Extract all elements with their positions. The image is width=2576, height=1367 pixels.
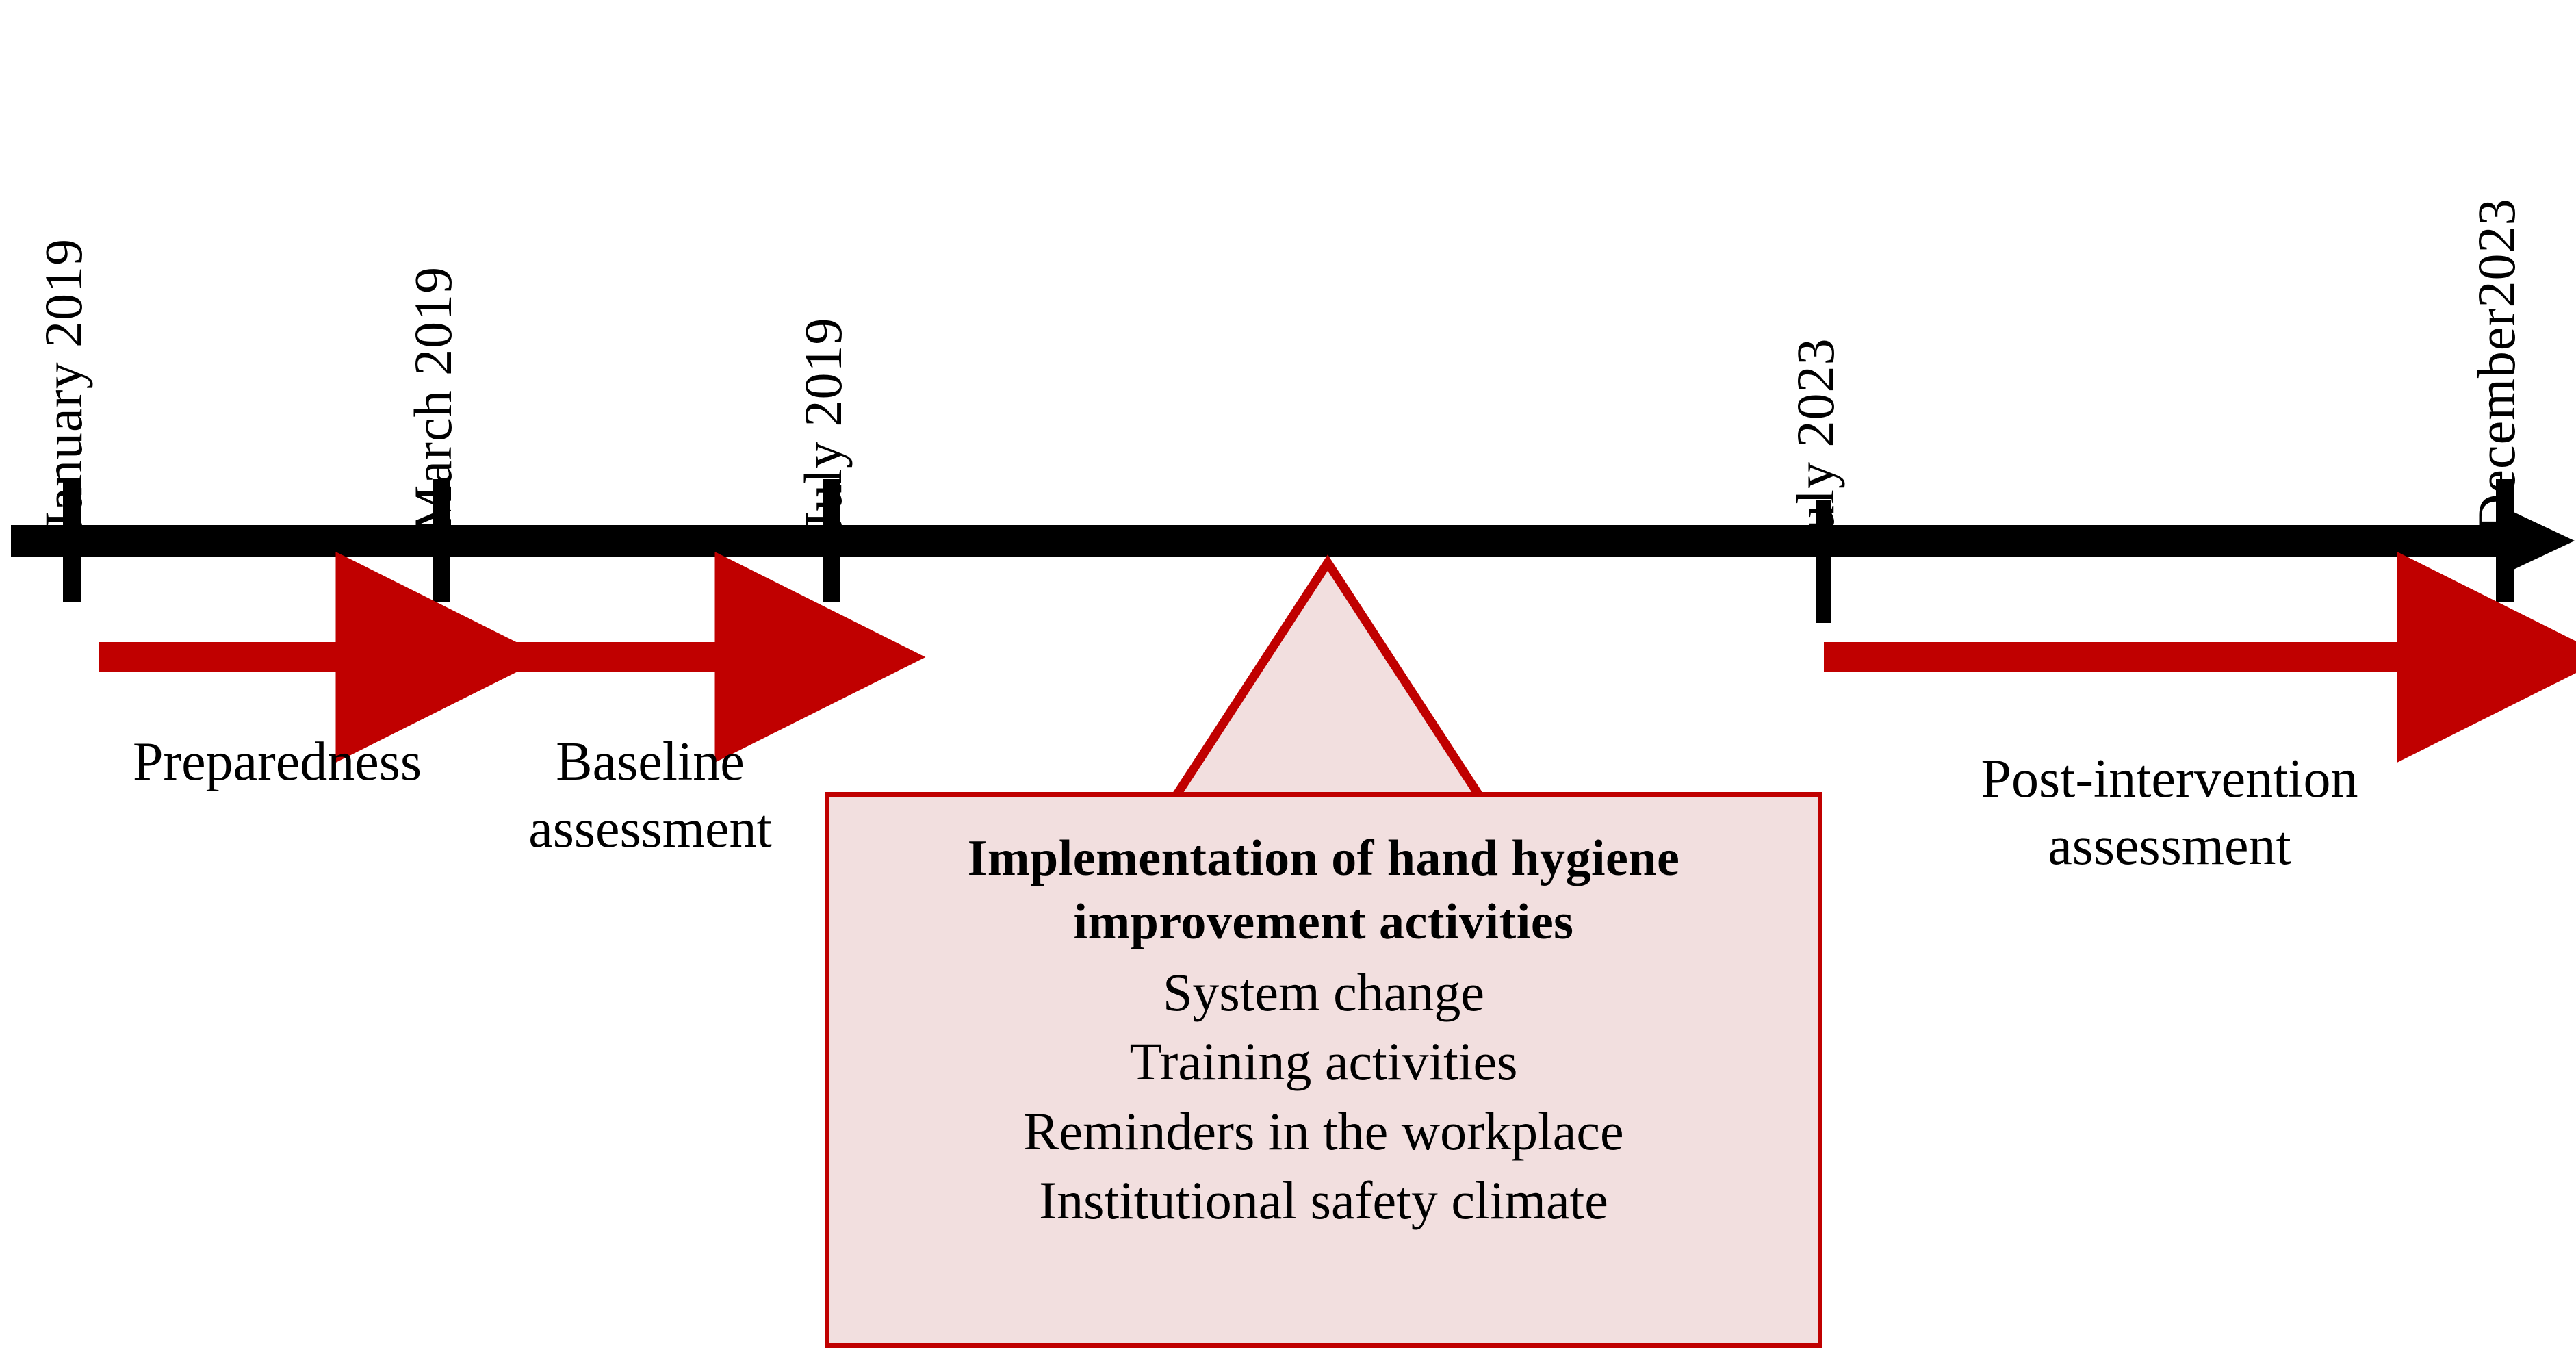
milestone-label-july-2019: July 2019 [793,317,853,533]
intervention-callout-title: Implementation of hand hygiene improveme… [967,830,1680,950]
phase-label-post-intervention-assessment: Post-intervention assessment [1981,749,2358,876]
intervention-item-reminders-in-the-workplace: Reminders in the workplace [1023,1101,1624,1161]
intervention-item-system-change: System change [1162,962,1485,1022]
phase-label-preparedness: Preparedness [132,732,422,792]
milestone-label-january-2019: January 2019 [34,238,93,533]
milestone-label-july-2023: July 2023 [1786,337,1845,553]
intervention-item-training-activities: Training activities [1129,1032,1518,1092]
intervention-item-institutional-safety-climate: Institutional safety climate [1039,1171,1608,1231]
intervention-callout-box: Implementation of hand hygiene improveme… [825,792,1822,1348]
phase-label-baseline-assessment: Baseline assessment [528,732,772,859]
milestone-label-march-2019: March 2019 [403,266,463,533]
intervention-callout-content: Implementation of hand hygiene improveme… [829,827,1818,1236]
milestone-label-december-2023: December2023 [2466,198,2526,533]
